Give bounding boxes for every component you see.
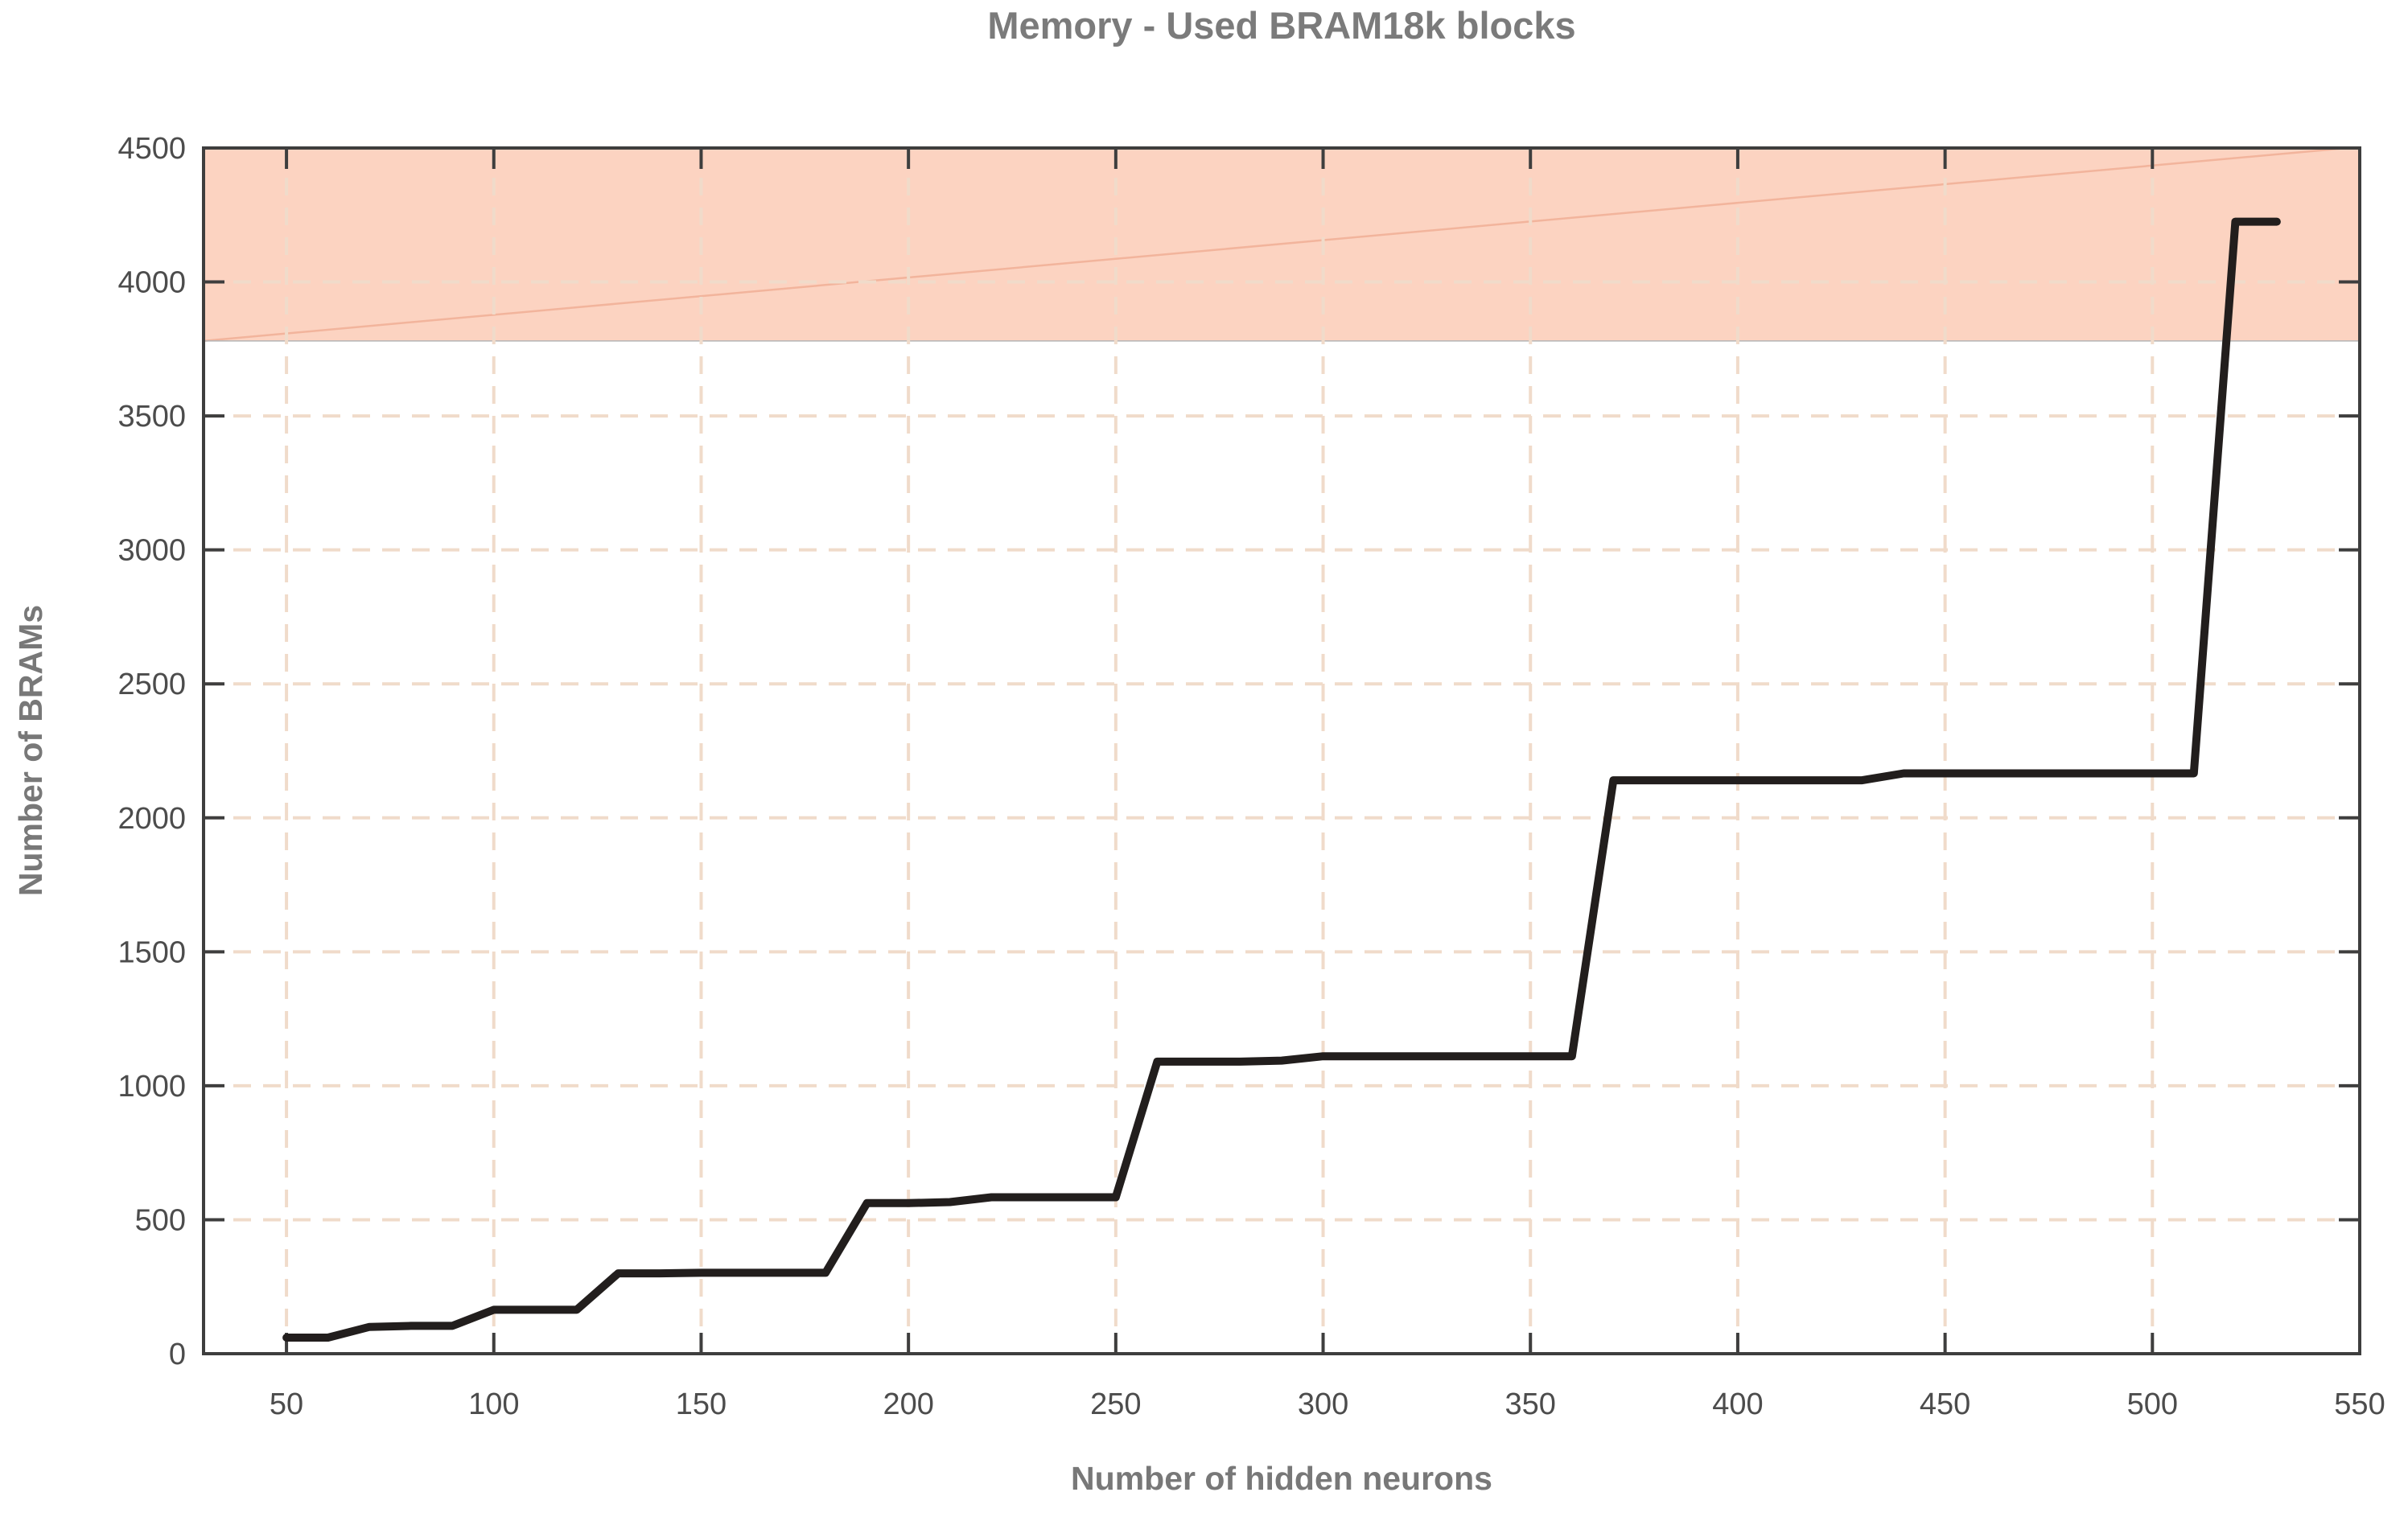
x-tick-label: 400 [1712, 1387, 1763, 1421]
x-tick-label: 250 [1090, 1387, 1141, 1421]
plot-border [202, 146, 2361, 1355]
y-tick-label: 4000 [117, 266, 186, 300]
y-tick-label: 2500 [117, 668, 186, 701]
y-tick-label: 3000 [117, 534, 186, 568]
x-tick-label: 550 [2334, 1387, 2385, 1421]
y-tick-label: 3500 [117, 400, 186, 434]
tick-labels-layer: 50 100 150 200 250 300 350 400 450 500 550 0 500 1000… [117, 132, 2385, 1421]
data-series-layer [282, 217, 2281, 1342]
y-tick-label: 2000 [117, 802, 186, 836]
x-axis-label: Number of hidden neurons [1071, 1460, 1492, 1497]
x-tick-label: 200 [883, 1387, 933, 1421]
y-tick-label: 1500 [117, 935, 186, 969]
grid-layer [204, 146, 2361, 1355]
x-tick-label: 500 [2127, 1387, 2178, 1421]
chart-title: Memory - Used BRAM18k blocks [987, 4, 1575, 47]
y-tick-label: 0 [169, 1338, 186, 1371]
y-axis-label: Number of BRAMs [12, 605, 49, 896]
x-tick-label: 150 [676, 1387, 727, 1421]
y-tick-label: 1000 [117, 1070, 186, 1104]
limit-region-diagonal-line [203, 146, 2348, 343]
y-tick-label: 4500 [117, 132, 186, 166]
bram-usage-line [282, 217, 2281, 1342]
x-tick-label: 300 [1298, 1387, 1348, 1421]
x-tick-label: 50 [270, 1387, 303, 1421]
x-tick-label: 450 [1920, 1387, 1970, 1421]
x-tick-label: 350 [1505, 1387, 1556, 1421]
x-tick-label: 100 [468, 1387, 519, 1421]
limit-region-layer [203, 146, 2360, 343]
y-tick-label: 500 [135, 1203, 186, 1237]
